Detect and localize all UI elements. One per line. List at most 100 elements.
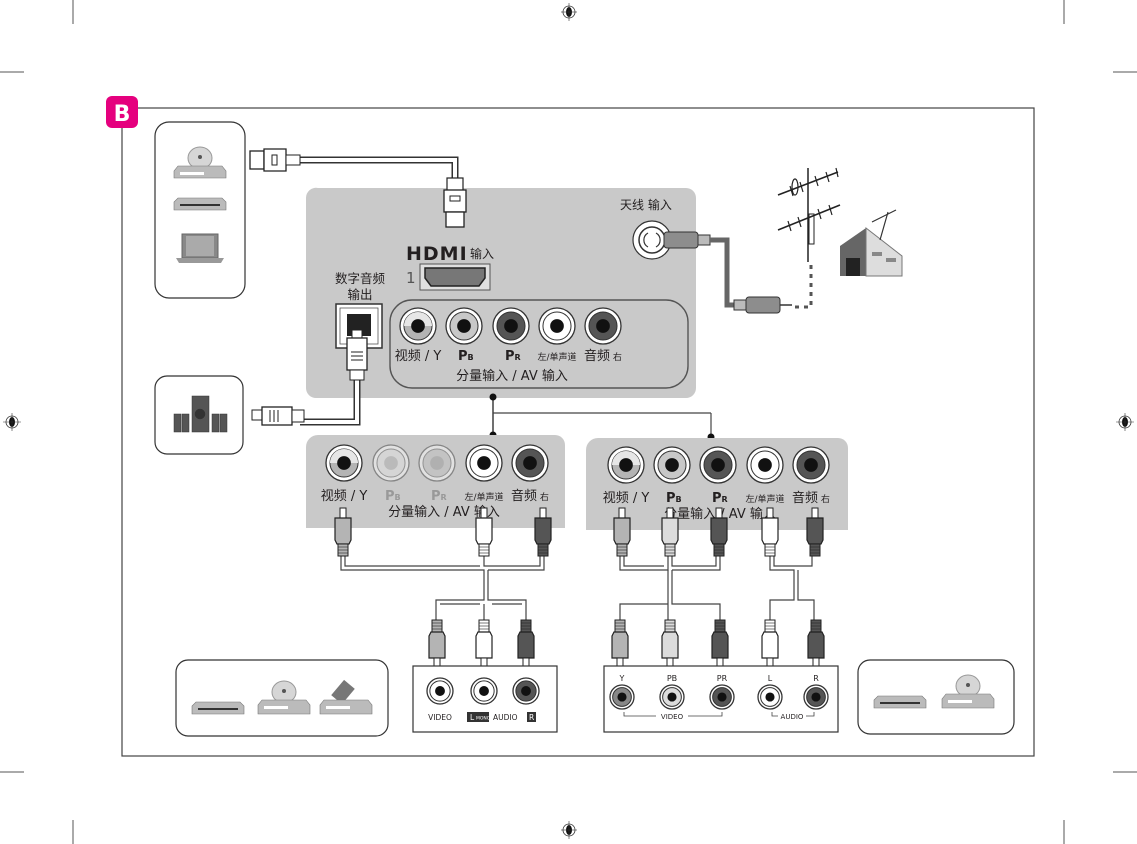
tv-jack-1[interactable] (445, 307, 483, 345)
device-r-badge (527, 712, 536, 722)
rca-plug-device-y (611, 619, 629, 669)
optical-cable (251, 329, 368, 426)
hdmi-port-number: 1 (406, 269, 416, 287)
house-icon (840, 209, 903, 277)
left-av-jack-label-3: 左/单声道 (464, 491, 503, 503)
device-audio-group-label: AUDIO (781, 713, 804, 721)
rca-plug-audio-r (534, 507, 552, 557)
tv-jack-label-2: PR (505, 349, 521, 364)
rca-plug-video (334, 507, 352, 557)
rca-plug-pr (710, 507, 728, 557)
antenna-icon (777, 167, 841, 262)
left-av-jack-2[interactable] (418, 444, 456, 482)
set-top-box-icon (173, 197, 227, 211)
left-av-jack-3[interactable] (465, 444, 503, 482)
device-r-label-comp: R (813, 674, 819, 683)
right-av-jack-label-1: PB (666, 491, 682, 506)
registration-mark-right (1116, 413, 1134, 431)
video-group-bracket (623, 712, 723, 717)
tv-jack-0[interactable] (399, 307, 437, 345)
device-video-label: VIDEO (428, 713, 452, 722)
left-av-jack-4[interactable] (511, 444, 549, 482)
section-badge: B (106, 96, 138, 128)
device-l-label-comp: L (768, 674, 773, 683)
hdmi-port[interactable] (419, 263, 491, 291)
tv-rear-panel (305, 187, 696, 398)
device-video-jack[interactable] (426, 677, 454, 705)
tv-jack-3[interactable] (538, 307, 576, 345)
tv-av-group-label: 分量输入 / AV 输入 (456, 368, 568, 384)
device-y-jack[interactable] (609, 684, 635, 710)
device-r-jack[interactable] (803, 684, 829, 710)
tv-jack-2[interactable] (492, 307, 530, 345)
antenna-port[interactable] (632, 220, 672, 260)
coaxial-cable (663, 231, 813, 314)
digital-audio-label-line2: 输出 (347, 287, 372, 302)
rca-cables (340, 555, 815, 620)
hdmi-cable (249, 148, 467, 228)
right-av-jack-1[interactable] (653, 446, 691, 484)
laptop-icon (176, 233, 224, 263)
rca-plug-device-video (428, 619, 446, 669)
device-l-label: L (470, 713, 475, 722)
device-l-jack[interactable] (757, 684, 783, 710)
left-av-jack-0[interactable] (325, 444, 363, 482)
rca-plug-pb (661, 507, 679, 557)
left-av-jack-1[interactable] (372, 444, 410, 482)
tv-jack-label-0: 视频 / Y (395, 349, 442, 364)
right-av-jack-label-0: 视频 / Y (603, 491, 650, 506)
device-pb-jack[interactable] (659, 684, 685, 710)
left-av-group-label: 分量输入 / AV 输入 (388, 504, 500, 520)
device-pr-jack[interactable] (709, 684, 735, 710)
tv-jack-4[interactable] (584, 307, 622, 345)
device-mono-label: MONO (476, 716, 491, 722)
tv-jack-label-1: PB (458, 349, 474, 364)
dvd-player-icon (173, 146, 227, 179)
registration-mark-top (561, 3, 577, 21)
registration-mark-bottom (561, 821, 577, 839)
right-av-jack-label-2: PR (712, 491, 728, 506)
audio-group-bracket (771, 712, 815, 717)
right-av-jack-0[interactable] (607, 446, 645, 484)
hdmi-input-label: 输入 (470, 246, 494, 261)
hdmi-logo: HDMI (406, 243, 468, 265)
device-r-label: R (529, 713, 534, 722)
right-av-jack-3[interactable] (746, 446, 784, 484)
right-av-jack-4[interactable] (792, 446, 830, 484)
rca-plug-device-l2 (761, 619, 779, 669)
rca-plug-audio-l (475, 507, 493, 557)
device-audio-l-jack[interactable] (470, 677, 498, 705)
right-av-jack-label-3: 左/单声道 (745, 493, 784, 505)
registration-mark-left (3, 413, 21, 431)
left-av-jack-label-0: 视频 / Y (321, 489, 368, 504)
dvd-player-icon (941, 674, 995, 709)
device-audio-label: AUDIO (493, 713, 518, 722)
set-top-box-icon (191, 701, 245, 715)
home-theater-speakers-icon (173, 395, 228, 433)
device-audio-r-jack[interactable] (512, 677, 540, 705)
signal-split-lines (489, 393, 715, 441)
digital-audio-label-line1: 数字音频 (335, 271, 386, 286)
section-badge-label: B (114, 102, 131, 127)
device-video-group-label: VIDEO (661, 713, 684, 721)
rca-plug-device-l (475, 619, 493, 669)
device-pr-label: PR (717, 674, 728, 683)
right-av-jack-2[interactable] (699, 446, 737, 484)
rca-plug-device-r (517, 619, 535, 669)
device-pb-label: PB (667, 674, 677, 683)
set-top-box-icon (873, 695, 927, 709)
rca-plug-device-pb (661, 619, 679, 669)
rca-plug-l (761, 507, 779, 557)
dvd-player-icon (257, 680, 311, 715)
rca-plug-device-r2 (807, 619, 825, 669)
tv-av-input-group (389, 299, 689, 389)
vcr-icon (319, 679, 373, 715)
device-y-label: Y (619, 674, 625, 683)
antenna-input-label: 天线 输入 (620, 197, 672, 212)
left-av-jack-label-1: PB (385, 489, 401, 504)
rca-plug-r (806, 507, 824, 557)
tv-jack-label-3: 左/单声道 (537, 351, 576, 363)
rca-plug-y (613, 507, 631, 557)
